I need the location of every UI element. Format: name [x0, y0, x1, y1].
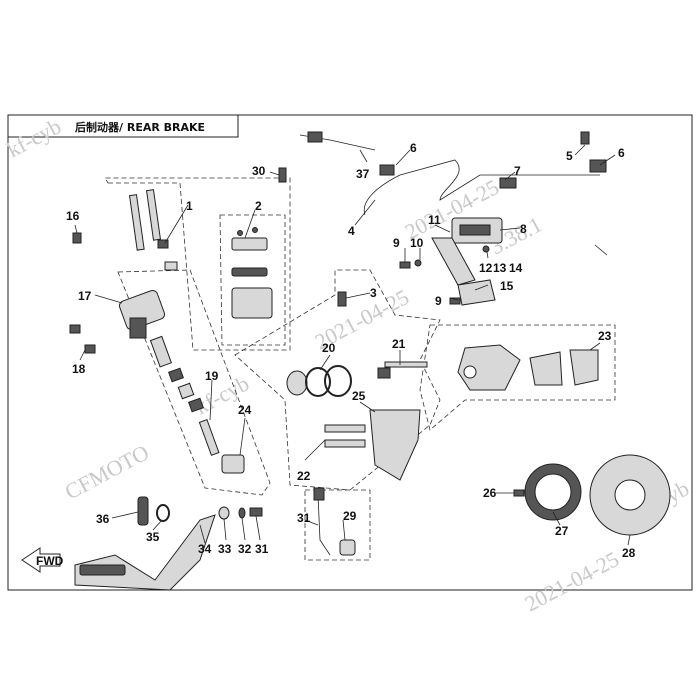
callout-32: 32 — [238, 542, 252, 556]
group-outline-pads — [419, 324, 616, 431]
part-9b-bolt — [449, 297, 461, 305]
part-10-washer — [414, 259, 422, 267]
leader-lines — [74, 144, 631, 546]
callout-4: 4 — [348, 224, 355, 238]
part-2-reservoir — [231, 227, 273, 319]
part-4-brake-hose — [363, 159, 600, 216]
callout-8: 8 — [520, 222, 527, 236]
callout-13: 13 — [493, 261, 507, 275]
part-8-junction-block — [451, 217, 503, 244]
part-19-spring-assembly — [149, 335, 245, 474]
callout-15: 15 — [500, 279, 514, 293]
part-6-fitting — [379, 164, 395, 176]
part-3-bleeder — [337, 291, 347, 307]
callout-18: 18 — [72, 362, 86, 376]
part-16-bolt — [72, 232, 82, 244]
diagram-title: 后制动器/ REAR BRAKE — [75, 120, 205, 134]
callout-20: 20 — [322, 341, 336, 355]
callout-25: 25 — [352, 389, 366, 403]
part-20-seals — [286, 365, 352, 397]
callout-33: 33 — [218, 542, 232, 556]
part-17-master-cylinder — [118, 289, 166, 339]
part-26-bolt — [513, 489, 525, 497]
watermark: 2021-04-25 — [521, 546, 623, 616]
callout-9: 9 — [393, 236, 400, 250]
fwd-arrow-label: FWD — [36, 554, 64, 568]
callout-14: 14 — [509, 261, 523, 275]
callout-19: 19 — [205, 369, 219, 383]
part-37-connector — [307, 131, 323, 143]
group-outline-sensor — [304, 489, 371, 561]
callout-5: 5 — [566, 149, 573, 163]
callout-17: 17 — [78, 289, 92, 303]
callout-6: 6 — [410, 141, 417, 155]
callout-10: 10 — [410, 236, 424, 250]
part-12-nut — [482, 245, 490, 253]
callout-26: 26 — [483, 486, 497, 500]
callout-24: 24 — [238, 403, 252, 417]
part-15-plate — [457, 279, 496, 306]
group-outline-pushrod — [117, 269, 271, 496]
part-28-rotor — [589, 454, 671, 536]
part-27-carrier — [524, 463, 582, 521]
part-5-bolt — [580, 131, 590, 145]
part-30-bolt — [278, 167, 287, 183]
callout-36: 36 — [96, 512, 110, 526]
part-7-clamp — [499, 177, 517, 189]
callout-31: 31 — [297, 511, 311, 525]
part-6b-fitting — [589, 159, 607, 173]
callout-31b: 31 — [255, 542, 269, 556]
callout-16: 16 — [66, 209, 80, 223]
callout-30: 30 — [252, 164, 266, 178]
part-23-caliper — [457, 344, 521, 391]
callout-37: 37 — [356, 167, 370, 181]
callout-21: 21 — [392, 337, 406, 351]
group-outlines — [104, 177, 616, 561]
part-29-sensor — [313, 487, 356, 556]
fwd-arrow: FWD — [21, 547, 64, 573]
part-21-pin — [377, 361, 428, 379]
callout-23: 23 — [598, 329, 612, 343]
part-23-pads — [529, 349, 599, 386]
callout-22: 22 — [297, 469, 311, 483]
part-9-bolt — [399, 261, 411, 269]
callout-28: 28 — [622, 546, 636, 560]
callout-9b: 9 — [435, 294, 442, 308]
callout-3: 3 — [370, 286, 377, 300]
part-25-caliper-bracket — [324, 409, 421, 481]
title-box — [7, 114, 239, 138]
callout-27: 27 — [555, 524, 569, 538]
part-31-bolt — [249, 507, 263, 517]
callout-7: 7 — [514, 164, 521, 178]
part-35-washer — [156, 504, 170, 522]
callout-1: 1 — [186, 199, 193, 213]
group-outline-reservoir — [219, 214, 286, 346]
callout-35: 35 — [146, 530, 160, 544]
part-34-brake-pedal — [74, 514, 216, 591]
callout-6b: 6 — [618, 146, 625, 160]
part-32-washer — [238, 507, 246, 519]
callout-2: 2 — [255, 199, 262, 213]
diagram-frame — [7, 114, 693, 591]
callout-34: 34 — [198, 542, 212, 556]
watermark: CFMOTO — [61, 439, 153, 504]
group-outline-caliper — [234, 269, 441, 491]
callout-11: 11 — [428, 213, 441, 227]
part-18-bolts — [69, 324, 96, 354]
part-11-bracket — [431, 237, 476, 286]
part-33-washer — [218, 506, 230, 520]
part-1-pins — [128, 189, 178, 271]
callout-12: 12 — [479, 261, 493, 275]
group-outline-master-cylinder — [104, 177, 291, 351]
part-36-spring — [137, 496, 149, 526]
callout-labels: 1 2 3 4 5 6 6 7 8 9 9 10 11 12 13 14 15 … — [66, 141, 636, 560]
callout-29: 29 — [343, 509, 357, 523]
